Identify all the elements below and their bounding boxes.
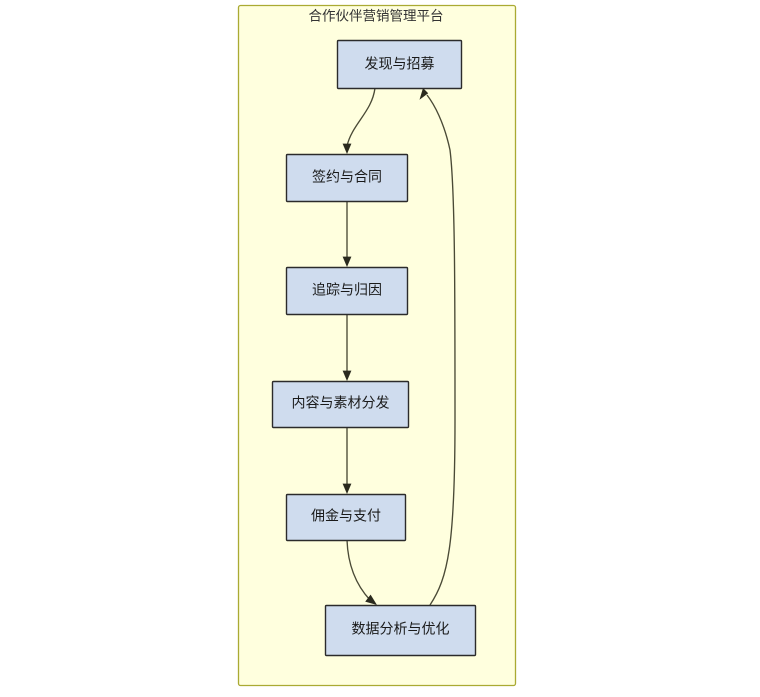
edge-n3-n4 xyxy=(342,314,352,381)
node-n1-box[interactable] xyxy=(336,39,463,90)
node-n1[interactable]: 发现与招募 xyxy=(336,39,463,90)
node-n3-box[interactable] xyxy=(285,266,409,316)
node-n2-label: 签约与合同 xyxy=(312,169,382,185)
edge-n1-n2 xyxy=(342,87,376,154)
node-n5-box[interactable] xyxy=(285,493,407,542)
node-n2[interactable]: 签约与合同 xyxy=(285,153,409,203)
node-n6-label: 数据分析与优化 xyxy=(352,621,450,637)
node-n3-label: 追踪与归因 xyxy=(312,282,382,298)
node-n4[interactable]: 内容与素材分发 xyxy=(271,380,410,429)
node-n6[interactable]: 数据分析与优化 xyxy=(324,604,477,657)
node-n5[interactable]: 佣金与支付 xyxy=(285,493,407,542)
edge-n4-n5 xyxy=(342,427,352,494)
node-n1-label: 发现与招募 xyxy=(365,56,435,72)
node-n4-box[interactable] xyxy=(271,380,410,429)
edge-n2-n3 xyxy=(342,201,352,267)
node-n2-box[interactable] xyxy=(285,153,409,203)
edge-n5-n6 xyxy=(346,539,377,605)
node-n5-label: 佣金与支付 xyxy=(311,508,381,524)
edge-n6-n1-feedback xyxy=(419,88,456,606)
subgraph-container xyxy=(237,4,517,687)
node-n3[interactable]: 追踪与归因 xyxy=(285,266,409,316)
node-n6-box[interactable] xyxy=(324,604,477,657)
subgraph-title: 合作伙伴营销管理平台 xyxy=(309,9,444,24)
node-n4-label: 内容与素材分发 xyxy=(292,395,390,411)
